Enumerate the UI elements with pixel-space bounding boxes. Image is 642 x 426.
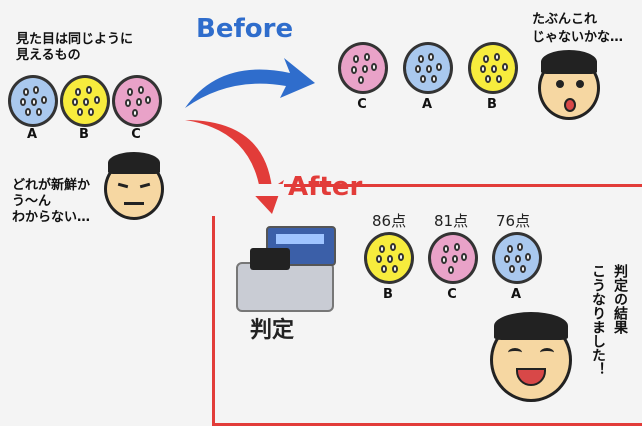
before-arrow-icon (185, 58, 315, 108)
plate-b-left (60, 75, 110, 127)
plate-label-a-left: A (26, 127, 38, 142)
plate-label-c-after: C (447, 287, 457, 302)
plate-label-c-before: C (357, 97, 367, 112)
plate-a-after (492, 232, 542, 284)
plate-label-b-after: B (383, 287, 393, 302)
plate-label-c-left: C (131, 127, 141, 142)
judge-label: 判定 (250, 318, 295, 343)
plate-a-left (8, 75, 58, 127)
caption-line2: 見えるもの (16, 48, 81, 63)
guess-line1: たぶんこれ (532, 12, 598, 27)
plate-label-b-before: B (487, 97, 497, 112)
score-b: 86点 (372, 212, 407, 230)
plate-label-a-after: A (510, 287, 522, 302)
before-label: Before (196, 14, 294, 44)
plate-label-b-left: B (79, 127, 89, 142)
plate-b-after (364, 232, 414, 284)
score-c: 81点 (434, 212, 469, 230)
guess-line2: じゃないかな… (532, 30, 624, 45)
plate-a-before (403, 42, 453, 94)
score-a: 76点 (496, 212, 531, 230)
plate-c-after (428, 232, 478, 284)
confused-line2: う〜ん (12, 194, 52, 209)
result-line2: こうなりました！ (590, 264, 606, 376)
plate-c-left (112, 75, 162, 127)
after-label: After (288, 172, 363, 202)
confused-line1: どれが新鮮か (12, 178, 91, 193)
caption-line1: 見た目は同じように (16, 32, 134, 47)
plate-label-a-before: A (421, 97, 433, 112)
confused-line3: わからない… (12, 210, 91, 225)
plate-c-before (338, 42, 388, 94)
result-line1: 判定の結果 (612, 264, 628, 334)
plate-b-before (468, 42, 518, 94)
